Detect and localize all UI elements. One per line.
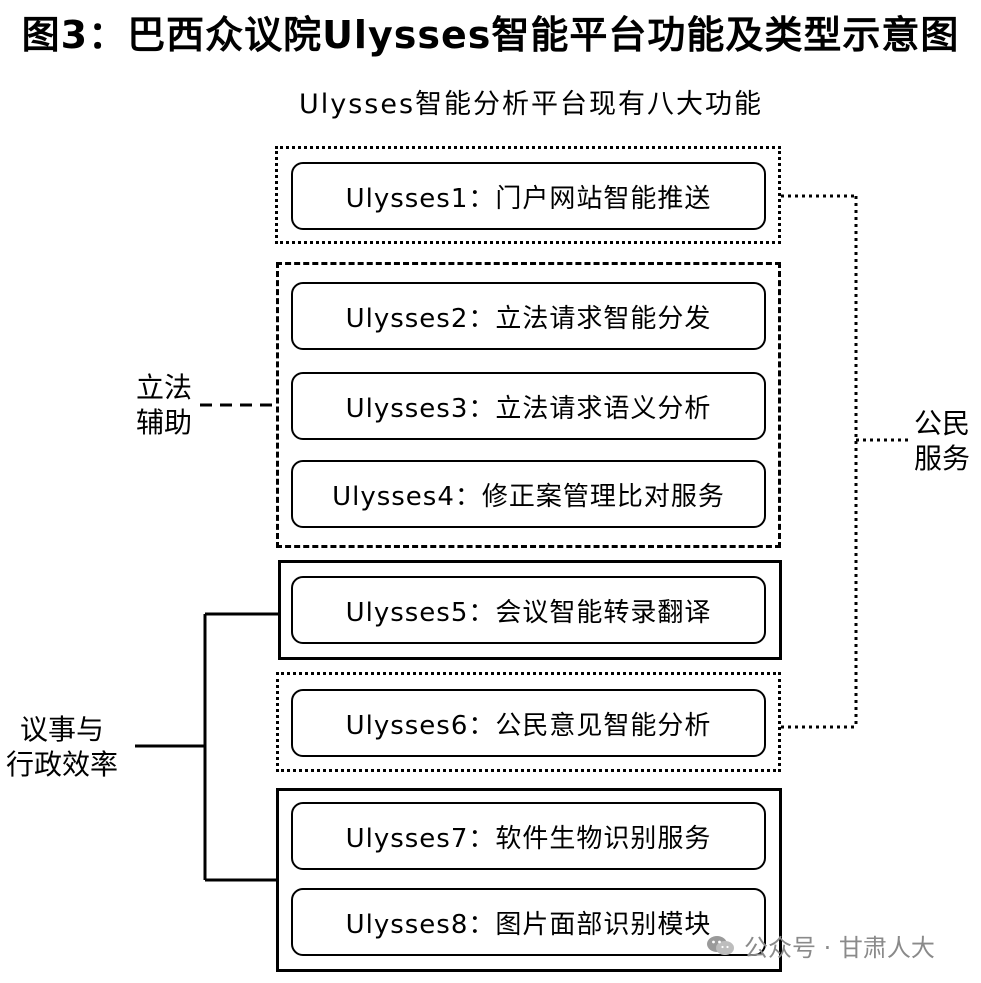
efficiency-connector: [135, 612, 278, 882]
admin-efficiency-label: 议事与 行政效率: [6, 713, 119, 781]
module-ulysses7: Ulysses7：软件生物识别服务: [291, 802, 766, 870]
citizen-service-label: 公民 服务: [914, 407, 971, 475]
module-ulysses3: Ulysses3：立法请求语义分析: [291, 372, 766, 440]
wechat-icon: [706, 934, 736, 958]
module-ulysses4: Ulysses4：修正案管理比对服务: [291, 460, 766, 528]
module-ulysses5: Ulysses5：会议智能转录翻译: [291, 576, 766, 644]
module-ulysses1: Ulysses1：门户网站智能推送: [291, 162, 766, 230]
figure-subtitle: Ulysses智能分析平台现有八大功能: [298, 89, 764, 120]
legislative-support-label: 立法 辅助: [136, 371, 193, 439]
citizen-service-group-bottom: [276, 672, 781, 772]
legislative-support-group: [276, 262, 781, 548]
module-ulysses8: Ulysses8：图片面部识别模块: [291, 888, 766, 956]
watermark: 公众号 · 甘肃人大: [706, 928, 935, 963]
module-ulysses2: Ulysses2：立法请求智能分发: [291, 282, 766, 350]
efficiency-group-top: [278, 560, 782, 660]
watermark-text: 公众号 · 甘肃人大: [744, 934, 935, 962]
citizen-service-group-top: [275, 146, 781, 244]
efficiency-group-bottom: [276, 788, 782, 972]
figure-title: 图3：巴西众议院Ulysses智能平台功能及类型示意图: [21, 13, 960, 57]
citizen-service-connector: [781, 194, 910, 729]
module-ulysses6: Ulysses6：公民意见智能分析: [291, 689, 766, 757]
